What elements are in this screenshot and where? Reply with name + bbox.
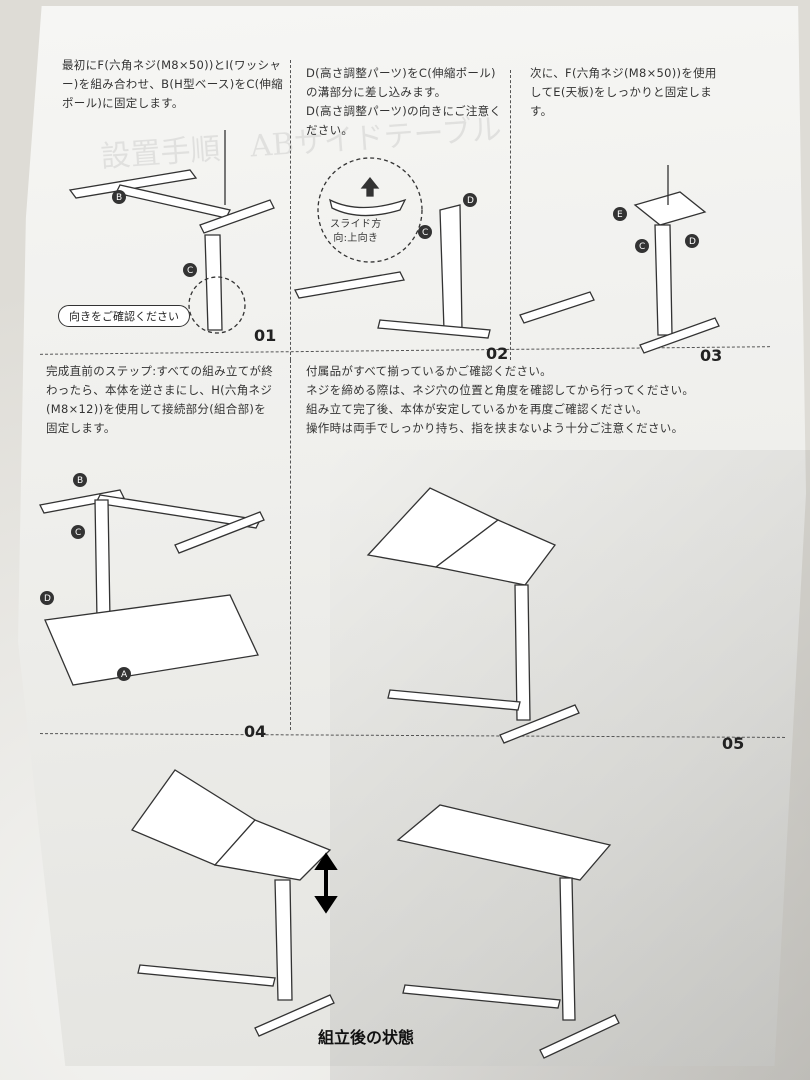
step-01-text: 最初にF(六角ネジ(M8×50))とI(ワッシャー)を組み合わせ、B(H型ベース… — [62, 58, 284, 110]
divider-v2 — [510, 70, 511, 360]
step-03-number: 03 — [700, 346, 723, 365]
svg-text:E: E — [617, 210, 623, 220]
step-04-text: 完成直前のステップ:すべての組み立てが終わったら、本体を逆さまにし、H(六角ネジ… — [46, 364, 274, 435]
svg-text:A: A — [121, 670, 128, 680]
step-02-text: D(高さ調整パーツ)をC(伸縮ポール)の溝部分に差し込みます。 D(高さ調整パー… — [306, 66, 502, 137]
svg-text:D: D — [44, 594, 51, 604]
svg-text:C: C — [422, 228, 428, 238]
step-01-number: 01 — [254, 326, 277, 345]
step-05-text: 付属品がすべて揃っているかご確認ください。 ネジを締める際は、ネジ穴の位置と角度… — [306, 364, 695, 435]
step-02-note: スライド方 向:上向き — [330, 219, 382, 244]
step-05-number: 05 — [722, 734, 745, 753]
svg-text:D: D — [689, 237, 696, 247]
divider-v1 — [290, 60, 291, 360]
svg-text:C: C — [75, 528, 81, 538]
assembled-caption: 組立後の状態 — [318, 1028, 415, 1047]
svg-text:B: B — [116, 193, 122, 203]
step-01-badge: 向きをご確認ください — [58, 305, 190, 327]
svg-text:C: C — [639, 242, 645, 252]
step-03-text: 次に、F(六角ネジ(M8×50))を使用してE(天板)をしっかりと固定します。 — [530, 66, 717, 118]
step-04-number: 04 — [244, 722, 267, 741]
divider-v3 — [290, 360, 291, 730]
svg-text:D: D — [467, 196, 474, 206]
svg-text:B: B — [77, 476, 83, 486]
svg-text:C: C — [187, 266, 193, 276]
step-02-number: 02 — [486, 344, 509, 363]
